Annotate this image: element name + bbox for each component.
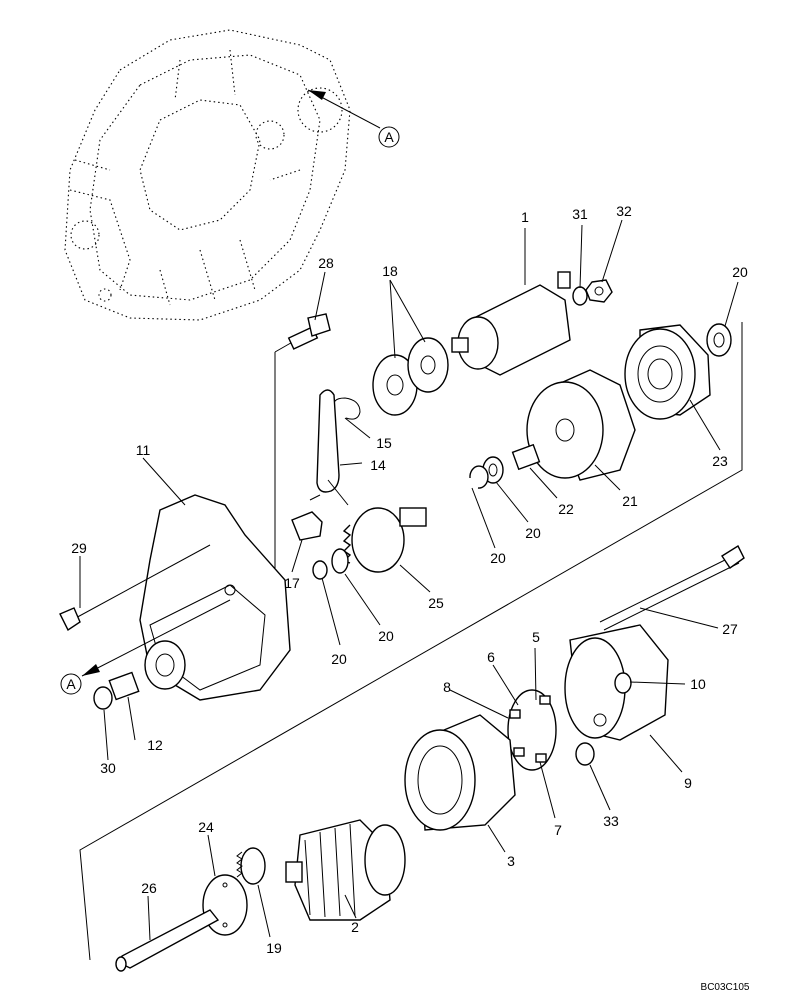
- washers-18: [372, 337, 449, 416]
- view-a-label-top: A: [384, 129, 394, 145]
- label-2: 2: [351, 919, 359, 935]
- end-cover-9: [564, 624, 669, 741]
- lever-14: [309, 389, 349, 506]
- engine-housing-outline: [64, 29, 351, 321]
- bearing-housing-23: [624, 324, 711, 420]
- label-29: 29: [71, 540, 87, 556]
- washer-20-top: [706, 323, 732, 357]
- label-20-spring: 20: [378, 628, 394, 644]
- leader-lines: [79, 219, 739, 941]
- gear-19: [236, 847, 266, 885]
- label-33: 33: [603, 813, 619, 829]
- label-18: 18: [382, 263, 398, 279]
- shaft-26: [115, 909, 220, 972]
- block-17: [291, 511, 323, 541]
- label-1: 1: [521, 209, 529, 225]
- label-11: 11: [136, 442, 151, 458]
- label-12: 12: [147, 737, 163, 753]
- circlip-20: [469, 465, 489, 489]
- nut-32: [585, 279, 613, 303]
- through-bolt-27: [599, 544, 745, 631]
- label-3: 3: [507, 853, 515, 869]
- label-25: 25: [428, 595, 444, 611]
- label-22: 22: [558, 501, 574, 517]
- label-10: 10: [690, 676, 706, 692]
- label-23: 23: [712, 453, 728, 469]
- label-20-washer: 20: [331, 651, 347, 667]
- part-labels: 1 31 32 20 18 28 15 14 23 21 22 20 20 11…: [71, 203, 748, 956]
- label-27: 27: [722, 621, 738, 637]
- armature-2: [285, 819, 406, 921]
- label-28: 28: [318, 255, 334, 271]
- label-20-mid: 20: [525, 525, 541, 541]
- label-24: 24: [198, 819, 214, 835]
- label-19: 19: [266, 940, 282, 956]
- label-5: 5: [532, 629, 540, 645]
- grommet-10: [614, 672, 632, 694]
- label-26: 26: [141, 880, 157, 896]
- washer-30: [93, 686, 113, 710]
- label-20-top: 20: [732, 264, 748, 280]
- cap-33: [575, 742, 595, 766]
- label-6: 6: [487, 649, 495, 665]
- field-yoke-3: [404, 714, 516, 831]
- label-17: 17: [284, 575, 300, 591]
- label-32: 32: [616, 203, 632, 219]
- lock-washer-31: [572, 286, 588, 306]
- clip-15: [333, 397, 361, 420]
- label-15: 15: [376, 435, 392, 451]
- view-a-marker-top: A: [307, 89, 400, 148]
- view-a-label-bottom: A: [66, 676, 76, 692]
- label-21: 21: [622, 493, 638, 509]
- pinion-gear-25: [342, 507, 427, 573]
- view-a-marker-bottom: A: [60, 599, 231, 695]
- label-20-clip: 20: [490, 550, 506, 566]
- bushing-22: [511, 443, 541, 471]
- brush-holder-5-8: [507, 689, 557, 771]
- spring-20-left: [331, 548, 349, 574]
- label-30: 30: [100, 760, 116, 776]
- bolt-29: [59, 544, 211, 632]
- bushing-12: [108, 671, 140, 701]
- bolt-28: [287, 313, 331, 350]
- plate-24: [202, 874, 248, 936]
- label-8: 8: [443, 679, 451, 695]
- label-9: 9: [684, 775, 692, 791]
- cover-21: [526, 369, 636, 481]
- label-31: 31: [572, 206, 588, 222]
- solenoid-1: [451, 271, 571, 376]
- front-housing-11: [139, 494, 291, 701]
- washer-20-left: [312, 560, 328, 580]
- label-14: 14: [370, 457, 386, 473]
- label-7: 7: [554, 822, 562, 838]
- reference-code: BC03C105: [701, 982, 750, 993]
